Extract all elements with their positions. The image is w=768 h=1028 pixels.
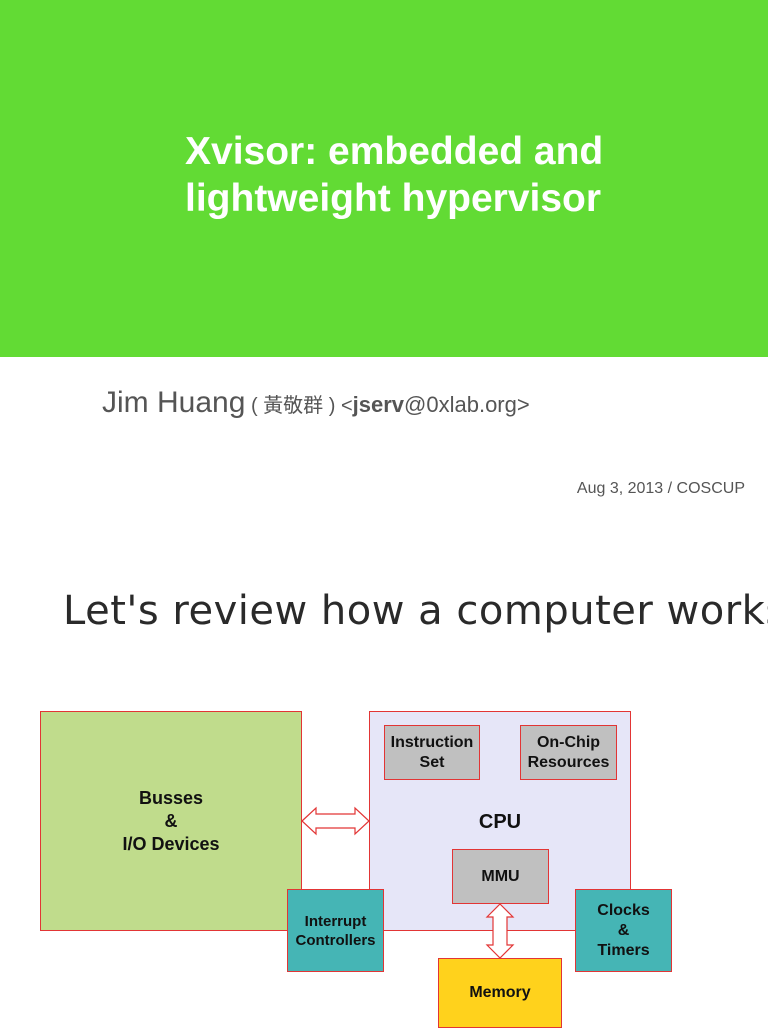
slide2-title: Let's review how a computer works — [63, 588, 768, 634]
on-chip-resources-box: On-Chip Resources — [520, 725, 617, 780]
mmu-memory-arrow — [485, 903, 515, 959]
clocks-timers-box: Clocks & Timers — [575, 889, 672, 972]
author-email-user: jserv — [352, 392, 405, 417]
author-line: Jim Huang ( 黃敬群 ) <jserv@0xlab.org> — [102, 386, 530, 420]
clocks-timers-label: Clocks & Timers — [597, 901, 650, 959]
instruction-set-label: Instruction Set — [390, 733, 474, 771]
date-event: Aug 3, 2013 / COSCUP — [576, 480, 745, 497]
cpu-label: CPU — [478, 811, 522, 833]
author-email-domain: @0xlab.org> — [404, 392, 530, 417]
memory-box: Memory — [438, 958, 562, 1028]
mmu-label: MMU — [481, 867, 520, 885]
author-name: Jim Huang — [102, 386, 246, 419]
slide-title-line-1: Xvisor: embedded and — [185, 130, 604, 173]
instruction-set-box: Instruction Set — [384, 725, 480, 780]
interrupt-controllers-box: Interrupt Controllers — [287, 889, 384, 972]
slide-title: Xvisor: embedded and lightweight hypervi… — [185, 128, 705, 222]
title-banner — [0, 0, 768, 357]
memory-label: Memory — [469, 984, 531, 1001]
interrupt-controllers-label: Interrupt Controllers — [295, 912, 376, 949]
mmu-box: MMU — [452, 849, 549, 904]
busses-io-box: Busses & I/O Devices — [40, 711, 302, 931]
busses-io-label: Busses & I/O Devices — [122, 787, 220, 854]
busses-cpu-arrow — [301, 806, 370, 836]
slide-title-line-2: lightweight hypervisor — [185, 177, 602, 220]
on-chip-resources-label: On-Chip Resources — [527, 733, 610, 771]
author-cjk-name: ( 黃敬群 ) < — [245, 395, 353, 417]
